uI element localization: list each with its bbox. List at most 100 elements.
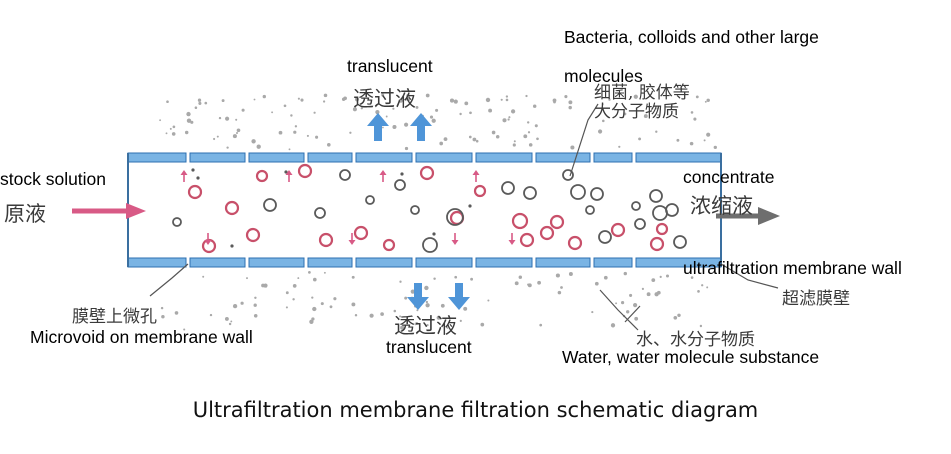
water-molecule-dot — [290, 114, 293, 117]
water-molecule-dot — [320, 302, 324, 306]
water-molecule-dot — [623, 112, 627, 116]
water-molecule-dot — [656, 107, 659, 110]
concentrate-chinese: 浓缩液 — [690, 194, 753, 218]
colloid-particle — [665, 203, 679, 217]
retained-particle — [567, 235, 583, 251]
water-molecule-dot — [190, 120, 194, 124]
water-molecule-dot — [508, 116, 511, 119]
water-molecule-dot — [240, 301, 244, 305]
water-molecule-dot — [426, 324, 429, 327]
small-molecule — [191, 168, 195, 172]
water-molecule-dot — [602, 119, 605, 123]
leader-water-2 — [624, 305, 641, 323]
water-molecule-dot — [500, 98, 503, 101]
water-molecule-dot — [656, 290, 661, 295]
retained-particle — [245, 227, 261, 243]
water-molecule-dot — [629, 293, 633, 297]
water-molecule-dot — [369, 313, 374, 318]
membrane-wall-label: ultrafiltration membrane wall — [683, 258, 902, 278]
colloid-particle — [422, 237, 438, 253]
water-molecule-dot — [591, 311, 594, 314]
water-molecule-dot — [385, 115, 388, 118]
water-molecule-dot — [527, 283, 530, 286]
bacteria-label-line2: molecules — [564, 66, 643, 86]
water-molecule-dot — [381, 93, 385, 97]
water-molecule-dot — [392, 107, 395, 110]
water-molecule-dot — [449, 98, 455, 103]
water-molecule-dot — [292, 284, 297, 288]
retained-particle — [549, 214, 565, 230]
water-molecule-dot — [570, 145, 575, 150]
water-molecule-dot — [568, 272, 573, 276]
retained-particle — [539, 225, 555, 241]
leader-microvoid — [149, 263, 189, 297]
retained-particle — [297, 163, 313, 179]
water-molecule-dot — [169, 127, 172, 130]
bacteria-label-line1: Bacteria, colloids and other large — [564, 27, 819, 47]
water-molecule-dot — [641, 287, 645, 290]
water-molecule-dot — [224, 316, 229, 321]
water-molecule-dot — [713, 145, 717, 150]
water-molecule-dot — [491, 130, 496, 135]
water-molecule-dot — [297, 277, 300, 280]
water-molecule-dot — [454, 275, 458, 279]
inner-arrow-up-head — [285, 170, 293, 175]
membrane-segment — [355, 257, 413, 268]
water-molecule-dot — [505, 98, 509, 102]
water-label: Water, water molecule substance — [562, 347, 820, 367]
colloid-particle — [562, 169, 574, 181]
water-molecule-dot — [518, 275, 523, 279]
water-molecule-dot — [186, 111, 191, 117]
water-molecule-dot — [241, 108, 245, 112]
water-molecule-dot — [235, 118, 238, 121]
water-molecule-dot — [354, 314, 358, 317]
water-molecule-dot — [351, 302, 356, 307]
water-molecule-dot — [699, 324, 703, 328]
water-molecule-dot — [352, 107, 357, 112]
water-molecule-dot — [468, 135, 472, 139]
water-molecule-dot — [235, 131, 239, 135]
inner-arrow-down-head — [451, 240, 459, 245]
water-molecule-dot — [435, 108, 439, 112]
water-molecule-dot — [315, 135, 319, 139]
membrane-segment — [355, 152, 413, 163]
water-molecule-dot — [446, 327, 449, 329]
water-molecule-dot — [263, 283, 268, 288]
membrane-segment — [127, 152, 187, 163]
membrane-segment — [535, 152, 591, 163]
water-molecule-dot — [398, 98, 403, 103]
water-molecule-dot — [665, 274, 670, 278]
colloid-particle — [570, 184, 586, 200]
water-molecule-dot — [464, 101, 469, 106]
colloid-particle — [634, 218, 646, 230]
water-molecule-dot — [677, 313, 681, 318]
water-molecule-dot — [536, 137, 539, 141]
water-molecule-dot — [659, 275, 662, 279]
water-molecule-dot — [706, 98, 710, 103]
small-molecule — [230, 244, 234, 248]
water-molecule-dot — [539, 323, 543, 327]
water-molecule-dot — [633, 94, 638, 99]
membrane-segment — [535, 257, 591, 268]
water-molecule-dot — [415, 105, 419, 109]
water-molecule-dot — [459, 112, 462, 116]
water-molecule-dot — [564, 95, 568, 99]
water-molecule-dot — [425, 303, 430, 308]
colloid-particle — [673, 235, 687, 249]
water-molecule-dot — [704, 100, 707, 103]
water-molecule-dot — [202, 275, 205, 278]
water-molecule-dot — [557, 290, 562, 295]
bacteria-chinese-line1: 细菌, 胶体等 — [594, 83, 690, 103]
water-molecule-dot — [253, 303, 257, 307]
scattered-dots — [159, 93, 717, 331]
water-molecule-dot — [297, 97, 300, 100]
water-molecule-dot — [404, 296, 408, 300]
colloid-particle — [590, 187, 604, 201]
water-molecule-dot — [232, 134, 237, 139]
permeate-arrow-up-2 — [410, 113, 432, 141]
water-molecule-dot — [433, 277, 436, 280]
water-molecule-dot — [623, 271, 627, 276]
water-molecule-dot — [380, 312, 384, 316]
inner-arrow-down-head — [204, 240, 212, 245]
water-molecule-dot — [288, 148, 291, 151]
